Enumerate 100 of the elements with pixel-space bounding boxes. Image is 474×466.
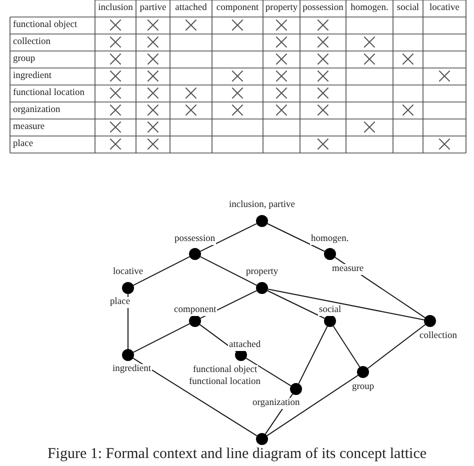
cross-mark: ×: [227, 85, 248, 102]
cross-mark: ×: [271, 34, 292, 51]
connector-line: [298, 326, 328, 384]
lattice-node: [424, 315, 436, 327]
lattice-node: [122, 349, 134, 361]
column-header: possession: [302, 2, 344, 15]
cross-mark: ×: [180, 102, 202, 119]
cross-mark: ×: [105, 85, 126, 102]
figure-caption: Figure 1: Formal context and line diagram of its concept lattice: [46, 446, 428, 463]
row-header: measure: [13, 121, 45, 134]
connector-line: [267, 288, 425, 320]
column-header: inclusion: [97, 2, 134, 15]
connector-line: [199, 324, 237, 352]
cross-mark: ×: [105, 51, 126, 68]
node-label: property: [245, 266, 280, 278]
node-label: inclusion, partive: [228, 200, 296, 210]
row-header: group: [13, 53, 36, 66]
cross-mark: ×: [312, 102, 334, 119]
lattice-node: [324, 248, 336, 260]
node-label: locative: [112, 266, 144, 278]
cross-mark: ×: [271, 102, 292, 119]
node-label: ingredient: [112, 364, 152, 374]
cross-mark: ×: [271, 85, 292, 102]
row-header: organization: [13, 104, 60, 117]
node-label: collection: [418, 330, 458, 342]
cross-mark: ×: [105, 136, 126, 153]
cross-mark: ×: [398, 51, 418, 68]
node-label: social: [318, 304, 342, 316]
node-label: attached: [228, 340, 262, 350]
lattice-node: [357, 366, 369, 378]
node-label: place: [109, 296, 132, 308]
cross-mark: ×: [142, 136, 164, 153]
connector-line: [266, 374, 358, 436]
row-header: place: [13, 138, 34, 151]
node-label: functional location: [188, 376, 262, 388]
lattice-node: [122, 282, 134, 294]
cross-mark: ×: [180, 85, 202, 102]
cross-mark: ×: [312, 136, 334, 153]
node-label: organization: [252, 398, 301, 408]
cross-mark: ×: [142, 102, 164, 119]
lattice-node: [256, 215, 268, 227]
connector-line: [367, 324, 426, 369]
cross-mark: ×: [105, 34, 126, 51]
node-label: homogen.: [310, 234, 350, 244]
cross-mark: ×: [227, 17, 248, 34]
lattice-node: [189, 315, 201, 327]
lattice-node: [256, 282, 268, 294]
lattice-node: [189, 248, 201, 260]
cross-mark: ×: [359, 51, 380, 68]
node-label: measure: [331, 264, 365, 274]
cross-mark: ×: [227, 102, 248, 119]
cross-mark: ×: [359, 119, 380, 136]
connector-line: [266, 223, 326, 252]
cross-mark: ×: [142, 85, 164, 102]
connector-line: [132, 256, 190, 286]
cross-mark: ×: [142, 17, 164, 34]
column-header: property: [264, 2, 299, 15]
cross-mark: ×: [227, 68, 248, 85]
node-label: functional object: [192, 364, 258, 376]
column-header: social: [396, 2, 420, 15]
connector-line: [200, 256, 258, 286]
column-header: attached: [174, 2, 208, 15]
row-header: collection: [13, 36, 50, 49]
node-label: component: [173, 304, 218, 316]
connector-line: [266, 290, 326, 319]
column-header: partive: [138, 2, 168, 15]
row-header: functional location: [13, 87, 84, 100]
cross-mark: ×: [105, 17, 126, 34]
row-header: functional object: [13, 19, 78, 32]
connector-line: [132, 323, 190, 353]
cross-mark: ×: [180, 17, 202, 34]
cross-mark: ×: [105, 102, 126, 119]
cross-mark: ×: [398, 102, 418, 119]
node-label: possession: [174, 234, 216, 244]
column-header: locative: [428, 2, 461, 15]
cross-mark: ×: [105, 119, 126, 136]
column-header: component: [215, 2, 260, 15]
cross-mark: ×: [105, 68, 126, 85]
cross-mark: ×: [271, 17, 292, 34]
cross-mark: ×: [434, 136, 455, 153]
cross-mark: ×: [142, 51, 164, 68]
cross-mark: ×: [142, 119, 164, 136]
cross-mark: ×: [434, 68, 455, 85]
connector-line: [200, 223, 258, 252]
cross-mark: ×: [312, 51, 334, 68]
connector-line: [132, 358, 258, 436]
node-label: group: [351, 382, 376, 392]
connector-line: [332, 326, 360, 368]
column-header: homogen.: [350, 2, 390, 15]
cross-mark: ×: [312, 17, 334, 34]
row-header: ingredient: [13, 70, 52, 83]
lattice-node: [290, 383, 302, 395]
cross-mark: ×: [312, 85, 334, 102]
cross-mark: ×: [271, 68, 292, 85]
cross-mark: ×: [271, 51, 292, 68]
cross-mark: ×: [142, 68, 164, 85]
cross-mark: ×: [142, 34, 164, 51]
cross-mark: ×: [359, 34, 380, 51]
lattice-node: [256, 433, 268, 445]
cross-mark: ×: [312, 68, 334, 85]
